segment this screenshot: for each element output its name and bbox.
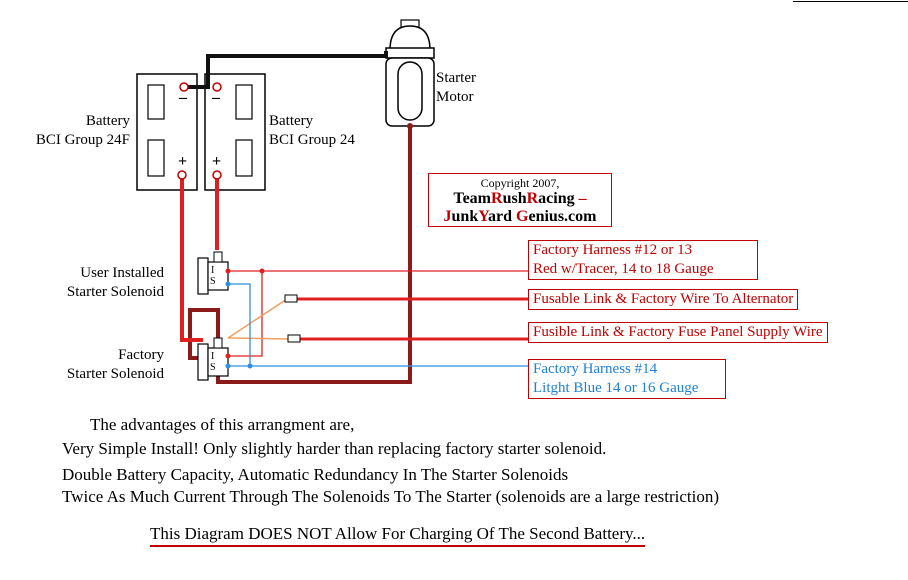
- user-solenoid-label-line2: Starter Solenoid: [66, 284, 164, 300]
- starter-label-line1: Starter: [436, 70, 476, 86]
- brand-ard: ard: [488, 208, 517, 225]
- factory-solenoid-label-line2: Starter Solenoid: [66, 366, 164, 382]
- user-solenoid-label-line1: User Installed: [80, 265, 164, 281]
- charging-warning: This Diagram DOES NOT Allow For Charging…: [150, 523, 646, 547]
- brand-enius: enius.com: [528, 208, 597, 225]
- starter-motor: [385, 19, 435, 127]
- copyright-line: Copyright 2007,: [480, 176, 560, 190]
- team-rush-racing: TeamRushRacing –: [429, 190, 611, 208]
- battery-right-name: Battery: [269, 113, 314, 129]
- brand-unk: unk: [451, 208, 479, 225]
- battery-left-label: Battery BCI Group 24F: [20, 112, 130, 150]
- brand-team: Team: [453, 190, 492, 207]
- factory-solenoid-label: Factory Starter Solenoid: [20, 346, 164, 384]
- factory-solenoid-s: S: [210, 362, 216, 373]
- harness14-line1: Factory Harness #14: [533, 361, 658, 377]
- battery-right-label: Battery BCI Group 24: [269, 112, 355, 150]
- factory-solenoid-i: I: [211, 351, 215, 362]
- brand-r2: R: [526, 190, 539, 207]
- notes-intro: The advantages of this arrangment are,: [90, 415, 355, 434]
- terminals: [177, 82, 413, 369]
- left-battery-minus: –: [179, 89, 187, 106]
- battery-right: [204, 73, 266, 191]
- harness12-jumper: [228, 271, 263, 357]
- notes-twice-current: Twice As Much Current Through The Soleno…: [62, 487, 720, 506]
- battery-right-group: BCI Group 24: [269, 132, 355, 148]
- orange-wire-1: [227, 298, 288, 339]
- copyright-box: Copyright 2007, TeamRushRacing – JunkYar…: [428, 173, 612, 227]
- notes-double-capacity: Double Battery Capacity, Automatic Redun…: [62, 465, 569, 484]
- fuse-panel-callout: Fusible Link & Factory Fuse Panel Supply…: [528, 322, 828, 343]
- brand-j: J: [443, 208, 452, 225]
- factory-solenoid: [197, 337, 229, 381]
- user-solenoid-i: I: [211, 265, 215, 276]
- harness14-callout: Factory Harness #14 Litght Blue 14 or 16…: [528, 359, 726, 399]
- starter-label-line2: Motor: [436, 89, 474, 105]
- brand-y: Y: [478, 208, 489, 225]
- right-battery-minus: –: [212, 89, 220, 106]
- brand-acing: acing: [538, 190, 575, 207]
- orange-wire-2: [227, 337, 291, 340]
- user-solenoid-s: S: [210, 276, 216, 287]
- alternator-fuse-link: [284, 294, 298, 303]
- battery-left-group: BCI Group 24F: [35, 132, 130, 148]
- harness12-line1: Factory Harness #12 or 13: [533, 242, 693, 258]
- harness14-jumper: [228, 283, 251, 366]
- brand-g: G: [516, 208, 529, 225]
- factory-solenoid-label-line1: Factory: [118, 347, 164, 363]
- right-battery-plus: +: [212, 153, 222, 170]
- brand-ush: ush: [502, 190, 527, 207]
- alternator-callout: Fusable Link & Factory Wire To Alternato…: [528, 289, 799, 310]
- starter-motor-label: Starter Motor: [436, 69, 476, 107]
- user-installed-solenoid: [197, 251, 229, 295]
- battery-left-name: Battery: [85, 113, 130, 129]
- brand-r1: R: [491, 190, 503, 207]
- junkyard-genius: JunkYard Genius.com: [429, 208, 611, 226]
- harness12-callout: Factory Harness #12 or 13 Red w/Tracer, …: [528, 240, 758, 280]
- left-battery-positive-cable: [180, 175, 203, 342]
- main-starter-cable: [188, 126, 412, 384]
- fuse-panel-fuse-link: [287, 334, 301, 343]
- harness14-line2: Litght Blue 14 or 16 Gauge: [533, 380, 699, 396]
- notes-simple-install: Very Simple Install! Only slightly harde…: [62, 439, 607, 458]
- black-cable: [184, 51, 388, 89]
- brand-dash: –: [574, 190, 587, 207]
- harness12-line2: Red w/Tracer, 14 to 18 Gauge: [533, 261, 714, 277]
- left-battery-plus: +: [178, 153, 188, 170]
- battery-left: [136, 73, 198, 191]
- user-solenoid-label: User Installed Starter Solenoid: [20, 264, 164, 302]
